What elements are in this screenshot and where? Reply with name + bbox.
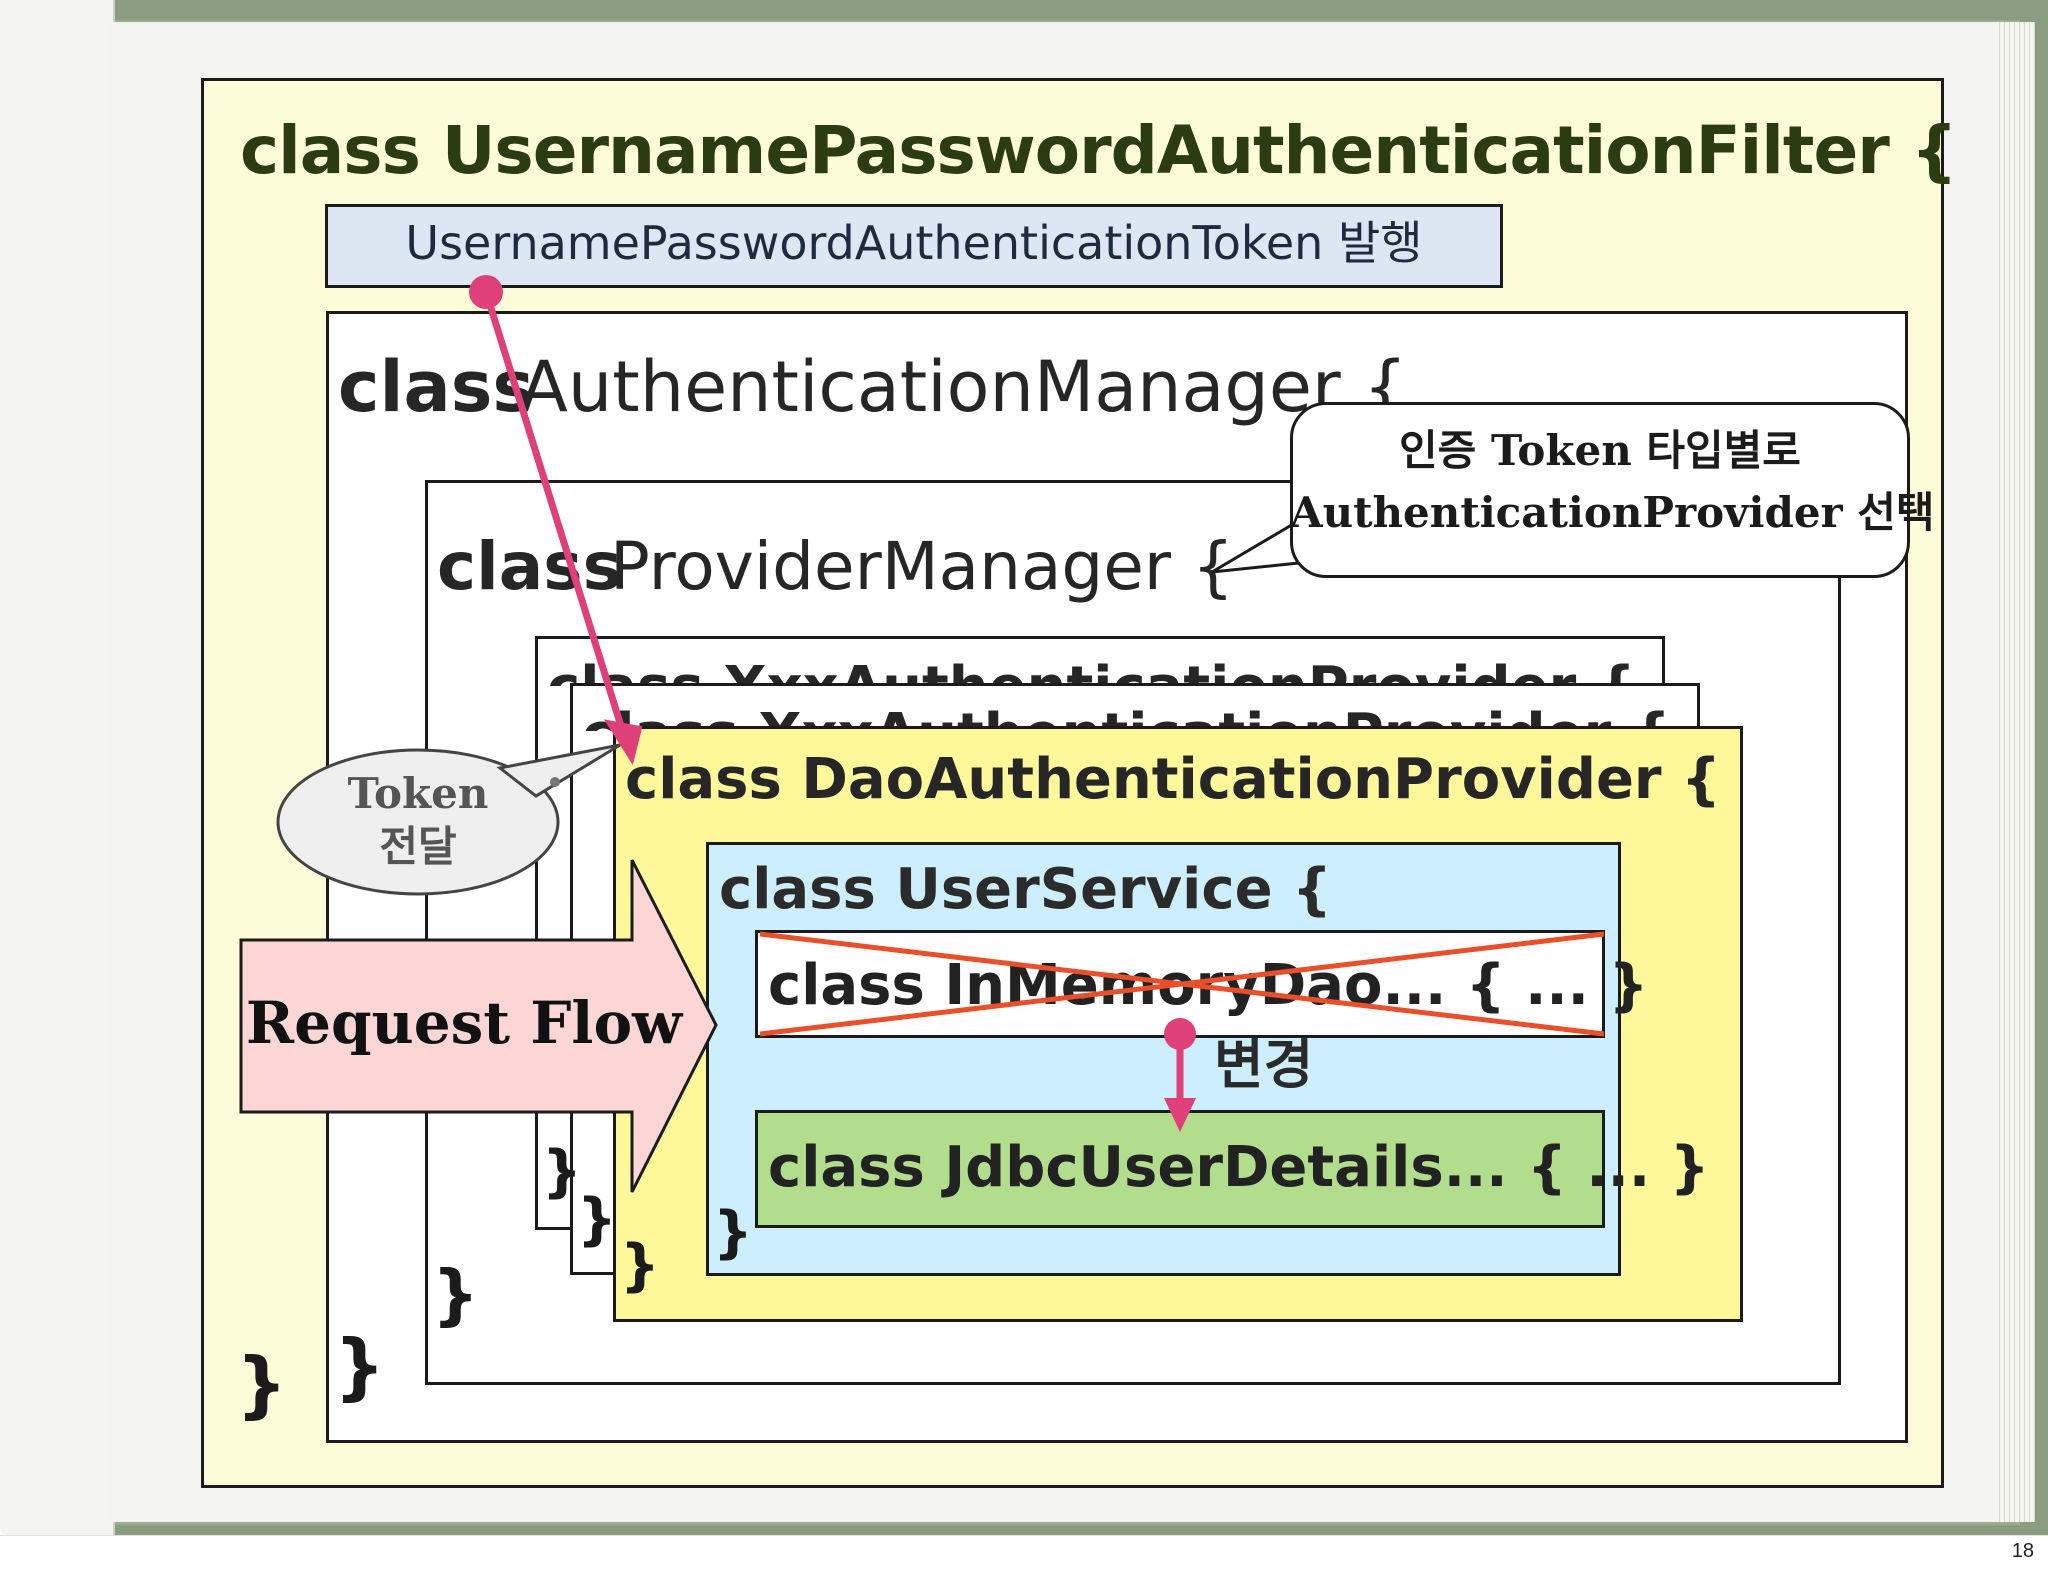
xxx-provider-title-1: class XxxAuthenticationProvider {: [547, 660, 1636, 686]
change-label: 변경: [1214, 1033, 1314, 1096]
xxx-provider-closing-brace-2: }: [577, 1187, 617, 1252]
xxx-provider-closing-brace-1: }: [542, 1139, 582, 1204]
change-arrow-head: [1164, 1098, 1196, 1132]
authentication-manager-closing-brace: }: [334, 1324, 386, 1408]
token-flow-arrow-line: [482, 290, 630, 744]
book-page-stack: [1990, 22, 2035, 1522]
token-bubble-line-2: 전달: [379, 822, 457, 871]
token-flow-arrow-head: [603, 719, 643, 766]
provider-manager-name: ProviderManager {: [610, 528, 1235, 605]
request-flow-label: Request Flow: [245, 989, 683, 1057]
provider-manager-closing-brace: }: [432, 1256, 479, 1333]
token-issue-bar: [325, 204, 1503, 288]
authentication-manager-class-keyword: class: [338, 346, 535, 428]
page-number: 18: [2011, 1540, 2034, 1562]
dao-provider-closing-brace: }: [620, 1233, 660, 1298]
inmemory-cross-line-2: [759, 931, 1605, 1037]
authentication-manager-name: AuthenticationManager {: [520, 346, 1408, 428]
token-bubble: [276, 748, 560, 896]
provider-manager-class-keyword: class: [437, 528, 622, 605]
jdbc-user-details-label: class JdbcUserDetails... { ... }: [768, 1135, 1710, 1200]
user-service-closing-brace: }: [713, 1200, 753, 1265]
dao-authentication-provider-title: class DaoAuthenticationProvider {: [625, 747, 1721, 812]
token-issue-label: UsernamePasswordAuthenticationToken 발행: [405, 216, 1423, 270]
callout-line-2: AuthenticationProvider 선택: [1290, 488, 1935, 537]
token-flow-arrow-start: [469, 275, 503, 309]
filter-closing-brace: }: [236, 1342, 288, 1426]
provider-selection-callout: [1290, 402, 1910, 578]
user-service-title: class UserService {: [719, 857, 1332, 922]
callout-line-1: 인증 Token 타입별로: [1399, 426, 1801, 475]
slide-footer: [0, 1535, 2048, 1576]
token-bubble-dot: [550, 777, 560, 787]
filter-class-title: class UsernamePasswordAuthenticationFilt…: [240, 112, 1958, 189]
request-flow-arrow: [239, 859, 718, 1193]
token-bubble-tail: [496, 743, 621, 798]
token-bubble-line-1: Token: [347, 769, 489, 818]
